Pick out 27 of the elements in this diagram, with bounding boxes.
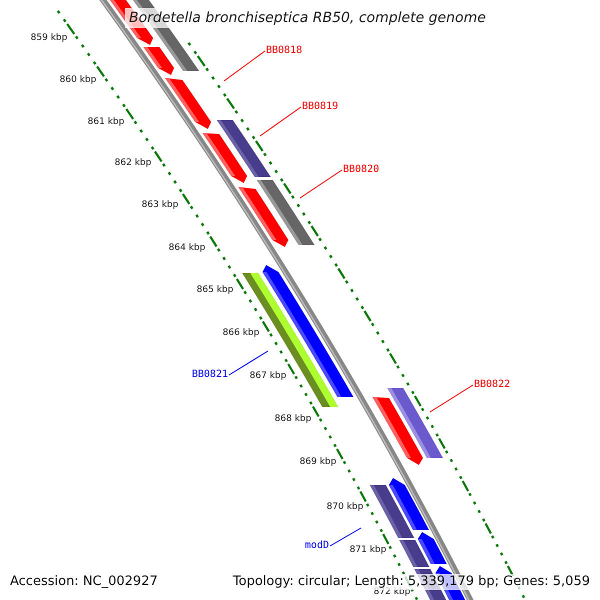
tick-label: 867 kbp xyxy=(250,371,286,381)
tick-label: 859 kbp xyxy=(30,33,68,43)
leader-line xyxy=(224,50,266,82)
leader-line xyxy=(260,106,302,136)
gene-label: BB0820 xyxy=(343,164,380,176)
leader-line xyxy=(228,350,268,376)
gene-label: BB0819 xyxy=(302,101,338,113)
tick-label: 864 kbp xyxy=(168,243,206,253)
tick-label: 866 kbp xyxy=(222,328,260,338)
tick-label: 870 kbp xyxy=(326,502,364,512)
leader-line xyxy=(430,384,474,412)
leader-line xyxy=(330,528,362,546)
tick-label: 868 kbp xyxy=(274,414,312,424)
gene-label: BB0822 xyxy=(474,379,510,391)
tick-label: 861 kbp xyxy=(88,117,124,127)
tick-label: 862 kbp xyxy=(114,158,152,168)
tick-label: 871 kbp xyxy=(350,545,386,555)
gene-label: BB0821 xyxy=(192,369,228,381)
tick-label: 872 kbp xyxy=(374,587,410,597)
tick-label: 860 kbp xyxy=(60,75,96,85)
tick-label: 865 kbp xyxy=(196,285,234,295)
gene-label: modD xyxy=(304,540,329,552)
tick-label: 869 kbp xyxy=(300,457,336,467)
gene-label: BB0818 xyxy=(266,45,302,57)
tick-label: 863 kbp xyxy=(142,200,178,210)
accession-text: Accession: NC_002927 xyxy=(8,574,160,590)
leader-line xyxy=(300,170,342,198)
